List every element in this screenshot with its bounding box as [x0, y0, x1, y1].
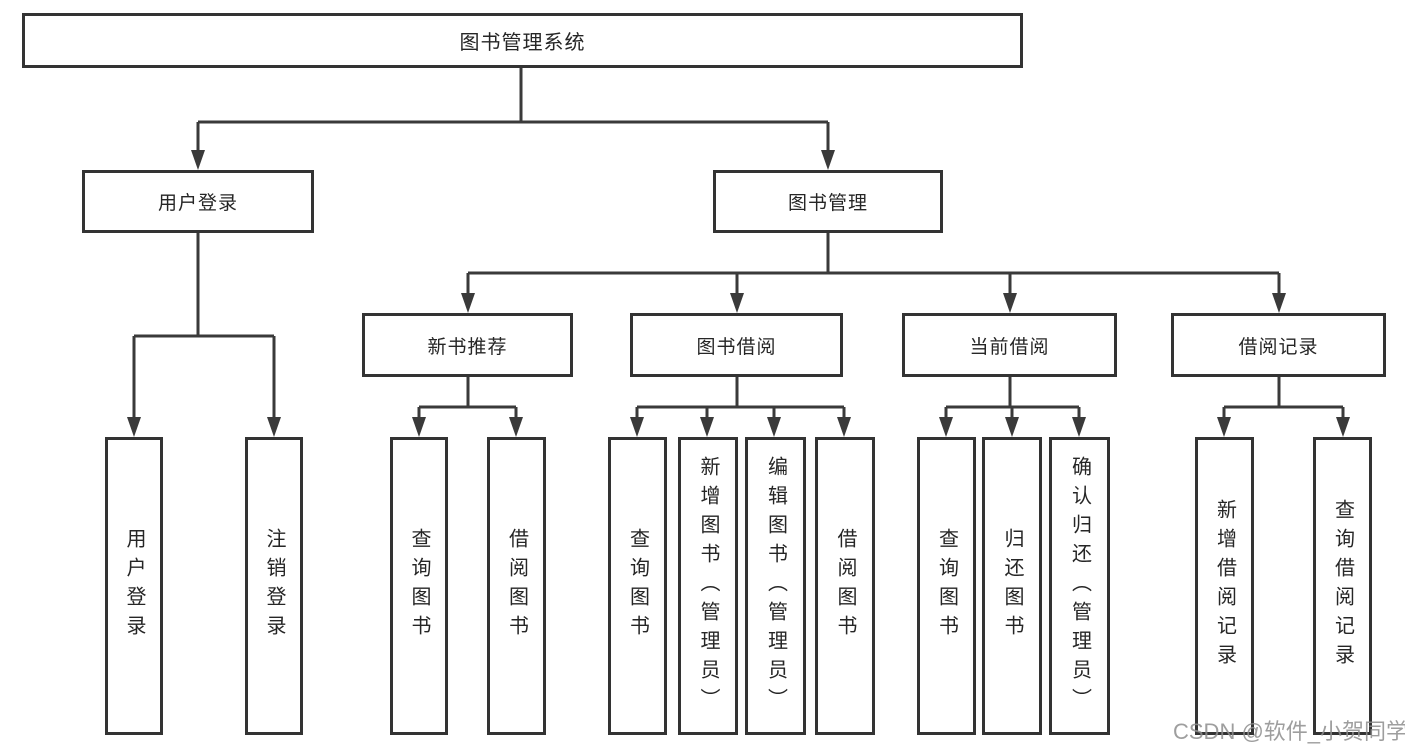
node-current-borrowing: 当前借阅	[902, 313, 1117, 377]
node-leaf-add-books-admin: 新增图书（管理员）	[678, 437, 738, 735]
node-label: 图书管理	[787, 193, 868, 214]
node-borrowing-records: 借阅记录	[1171, 313, 1386, 377]
node-leaf-query-books-2: 查询图书	[608, 437, 667, 735]
node-library-management-system: 图书管理系统	[22, 13, 1023, 68]
node-leaf-borrow-books-2: 借阅图书	[815, 437, 875, 735]
node-label: 查询图书	[935, 528, 958, 644]
node-leaf-user-login: 用户登录	[105, 437, 163, 735]
node-label: 注销登录	[263, 528, 285, 644]
watermark: CSDN @软件_小贺同学	[1173, 719, 1405, 744]
node-label: 归还图书	[1001, 528, 1023, 644]
node-label: 查询图书	[626, 528, 649, 644]
node-label: 确认归还（管理员）	[1068, 455, 1091, 717]
node-label: 用户登录	[157, 193, 238, 214]
node-leaf-borrow-books-1: 借阅图书	[487, 437, 546, 735]
node-user-login-group: 用户登录	[82, 170, 314, 233]
node-leaf-add-borrow-record: 新增借阅记录	[1195, 437, 1254, 735]
node-label: 图书借阅	[696, 336, 777, 358]
node-leaf-query-borrow-record: 查询借阅记录	[1313, 437, 1372, 735]
node-label: 新增借阅记录	[1213, 499, 1236, 673]
node-label: 借阅图书	[505, 528, 528, 644]
node-leaf-edit-books-admin: 编辑图书（管理员）	[745, 437, 806, 735]
node-label: 新增图书（管理员）	[697, 455, 719, 717]
node-label: 查询借阅记录	[1331, 499, 1354, 673]
node-leaf-query-books-3: 查询图书	[917, 437, 976, 735]
node-book-borrowing: 图书借阅	[630, 313, 843, 377]
node-label: 当前借阅	[969, 336, 1050, 358]
node-label: 新书推荐	[427, 336, 508, 358]
node-label: 借阅记录	[1238, 336, 1319, 358]
node-label: 查询图书	[408, 528, 430, 644]
node-label: 图书管理系统	[459, 32, 586, 54]
node-leaf-confirm-return-admin: 确认归还（管理员）	[1049, 437, 1110, 735]
node-book-management-group: 图书管理	[713, 170, 943, 233]
node-leaf-logout: 注销登录	[245, 437, 303, 735]
node-label: 用户登录	[123, 528, 145, 644]
node-label: 借阅图书	[834, 528, 856, 644]
node-label: 编辑图书（管理员）	[764, 455, 787, 717]
node-leaf-query-books-1: 查询图书	[390, 437, 448, 735]
node-leaf-return-books: 归还图书	[982, 437, 1042, 735]
node-new-book-recommend: 新书推荐	[362, 313, 573, 377]
